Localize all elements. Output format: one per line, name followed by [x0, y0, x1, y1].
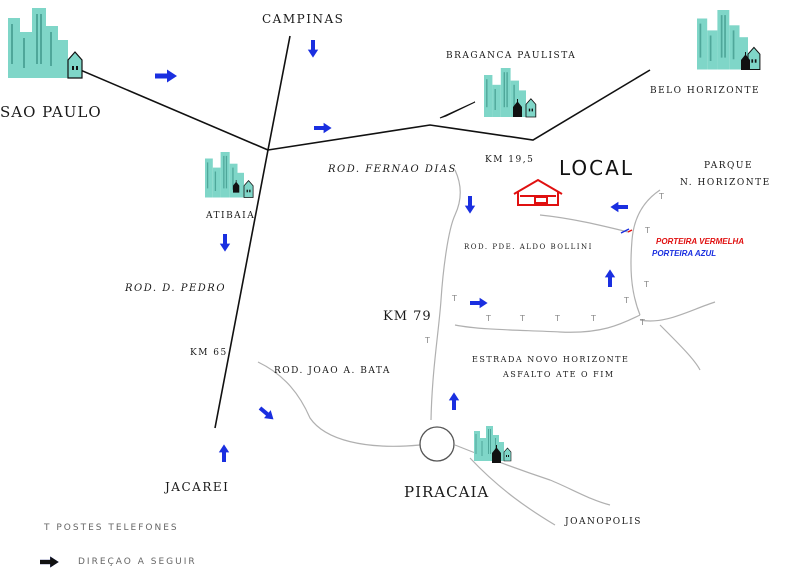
telephone-pole-icon: T — [640, 318, 645, 327]
city-skyline-icon — [696, 9, 761, 71]
telephone-pole-icon: T — [644, 280, 649, 289]
porteira-markers — [620, 228, 633, 234]
telephone-pole-icon: T — [591, 314, 596, 323]
direction-arrow-icon — [155, 69, 177, 83]
direction-arrow-icon — [218, 444, 230, 462]
road-label-aldo-bollini: ROD. PDE. ALDO BOLLINI — [464, 243, 593, 251]
telephone-pole-icon: T — [452, 294, 457, 303]
local-label: LOCAL — [559, 156, 634, 180]
telephone-pole-icon: T — [645, 226, 650, 235]
road-label-estrada-line1: ESTRADA NOVO HORIZONTE — [472, 355, 630, 364]
porteira-azul-label: PORTEIRA AZUL — [652, 249, 717, 258]
city-label-joanopolis: JOANOPOLIS — [565, 517, 642, 527]
direction-arrow-icon — [604, 269, 616, 287]
km-marker-65: KM 65 — [190, 348, 228, 358]
parque-label-line2: N. HORIZONTE — [680, 178, 771, 188]
km-marker-79: KM 79 — [383, 309, 432, 324]
city-label-jacarei: JACAREI — [165, 480, 230, 494]
direction-arrow-icon — [470, 297, 488, 309]
secondary-roads — [257, 169, 716, 526]
telephone-pole-icon: T — [659, 192, 664, 201]
city-label-piracaia: PIRACAIA — [404, 483, 490, 501]
telephone-pole-icon: T — [520, 314, 525, 323]
roundabout-icon — [419, 426, 455, 462]
direction-arrow-icon — [256, 404, 277, 424]
telephone-pole-icon: T — [624, 296, 629, 305]
legend-postes: T POSTES TELEFONES — [44, 523, 179, 533]
telephone-pole-icon: T — [486, 314, 491, 323]
city-skyline-icon — [204, 151, 254, 198]
road-label-fernao-dias: ROD. FERNAO DIAS — [328, 164, 457, 175]
road-label-estrada-line2: ASFALTO ATE O FIM — [503, 370, 615, 379]
direction-arrows — [40, 40, 628, 568]
direction-arrow-icon — [610, 201, 628, 213]
porteira-vermelha-label: PORTEIRA VERMELHA — [656, 237, 745, 246]
house-icon — [513, 178, 563, 206]
city-label-atibaia: ATIBAIA — [206, 211, 256, 221]
city-label-braganca: BRAGANCA PAULISTA — [446, 51, 577, 61]
telephone-pole-icon: T — [425, 336, 430, 345]
km-marker-19-5: KM 19,5 — [485, 155, 535, 165]
direction-arrow-icon — [307, 40, 319, 58]
city-skyline-icon — [7, 7, 83, 79]
parque-label-line1: PARQUE — [704, 161, 754, 171]
city-skyline-icon — [483, 67, 537, 118]
telephone-pole-icon: T — [555, 314, 560, 323]
direction-arrow-icon — [464, 196, 476, 214]
legend-arrow-icon — [40, 556, 59, 568]
direction-arrow-icon — [219, 234, 231, 252]
city-label-belo-horizonte: BELO HORIZONTE — [650, 86, 761, 96]
direction-arrow-icon — [314, 122, 332, 134]
legend-direcao: DIREÇAO A SEGUIR — [78, 557, 197, 567]
road-label-d-pedro: ROD. D. PEDRO — [125, 283, 227, 294]
direction-arrow-icon — [448, 392, 460, 410]
road-label-joao-bata: ROD. JOAO A. BATA — [274, 366, 391, 376]
bridge-icon — [439, 101, 476, 119]
city-label-campinas: CAMPINAS — [262, 12, 345, 26]
city-label-sao-paulo: SAO PAULO — [0, 103, 102, 121]
